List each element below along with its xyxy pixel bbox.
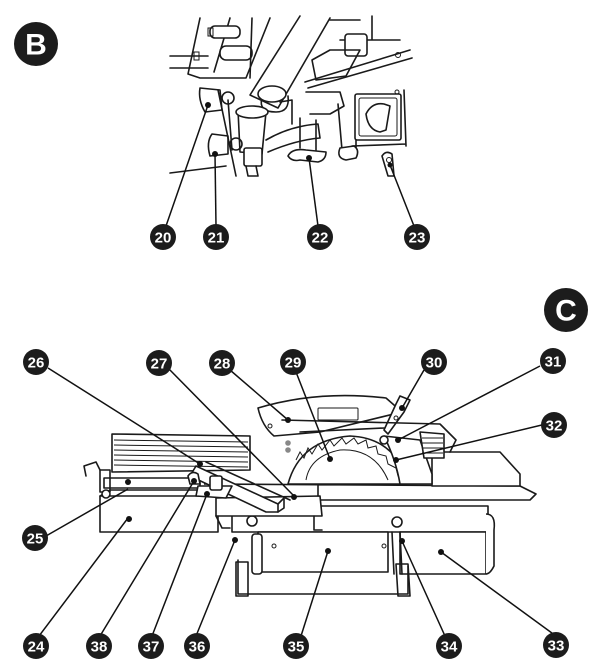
svg-text:34: 34 [441, 639, 458, 656]
callout-27: 27 [146, 350, 172, 376]
callout-33: 33 [543, 632, 569, 658]
panel-label-b: B [14, 22, 58, 66]
svg-text:26: 26 [28, 355, 45, 372]
svg-text:23: 23 [409, 230, 426, 247]
svg-text:36: 36 [189, 639, 206, 656]
panel-b-drawing [169, 15, 413, 177]
svg-text:38: 38 [91, 639, 108, 656]
saw-teeth [295, 437, 405, 481]
svg-text:20: 20 [155, 230, 172, 247]
leaders-b [165, 102, 415, 227]
callout-34: 34 [436, 633, 462, 659]
panel-label-c: C [544, 288, 588, 332]
callout-23: 23 [404, 224, 430, 250]
callout-35: 35 [283, 633, 309, 659]
callout-28: 28 [209, 350, 235, 376]
callout-30: 30 [421, 349, 447, 375]
panel-c-drawing [83, 394, 537, 597]
svg-text:27: 27 [151, 356, 168, 373]
callout-21: 21 [203, 224, 229, 250]
callout-37: 37 [138, 633, 164, 659]
svg-text:35: 35 [288, 639, 305, 656]
callout-24: 24 [23, 633, 49, 659]
callout-31: 31 [540, 348, 566, 374]
svg-text:B: B [25, 29, 47, 62]
callout-32: 32 [541, 412, 567, 438]
svg-text:29: 29 [285, 355, 302, 372]
svg-text:31: 31 [545, 354, 562, 371]
callout-20: 20 [150, 224, 176, 250]
panel-c: C [22, 288, 588, 659]
panel-b: B [14, 15, 430, 250]
svg-text:C: C [555, 295, 577, 328]
svg-text:24: 24 [28, 639, 45, 656]
callout-26: 26 [23, 349, 49, 375]
svg-text:30: 30 [426, 355, 443, 372]
leaders-c [35, 365, 557, 641]
svg-text:33: 33 [548, 638, 565, 655]
callout-36: 36 [184, 633, 210, 659]
svg-text:28: 28 [214, 356, 231, 373]
svg-text:37: 37 [143, 639, 160, 656]
svg-text:32: 32 [546, 418, 563, 435]
callout-25: 25 [22, 525, 48, 551]
svg-text:21: 21 [208, 230, 225, 247]
callout-29: 29 [280, 349, 306, 375]
svg-text:25: 25 [27, 531, 44, 548]
callout-22: 22 [307, 224, 333, 250]
ribbed-table-lines [113, 439, 249, 468]
svg-text:22: 22 [312, 230, 329, 247]
callout-38: 38 [86, 633, 112, 659]
